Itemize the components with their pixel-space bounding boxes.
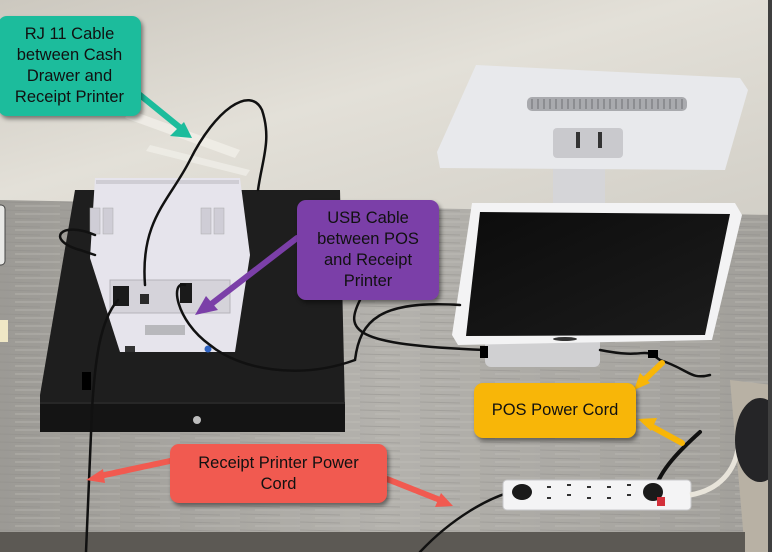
printer-power-arrow-right [384,476,453,507]
usb-cable-callout: USB Cable between POS and Receipt Printe… [297,200,439,300]
printer-usb-port [180,283,192,303]
customer-display [437,65,748,170]
rj11-cable [143,98,268,287]
drawer-lock [193,416,201,424]
dark-object [735,398,772,482]
hinge-slot [598,132,602,148]
printer-slot [89,207,101,235]
display-vent [527,97,687,111]
printer-power-cord [84,298,120,552]
light-streak [146,145,250,176]
ferrite-bead [648,350,658,358]
display-hinge [553,128,623,158]
ferrite-bead [480,346,488,358]
printer-bottom-port [125,346,135,352]
rj11-cable-callout: RJ 11 Cable between Cash Drawer and Rece… [0,16,141,116]
usb-cable [175,283,462,372]
printer-rj11-port [140,294,149,304]
pos-power-cord-callout: POS Power Cord [474,383,636,438]
cables [58,98,712,552]
strip-plug-left [512,484,532,500]
image-edge [768,0,772,552]
printer-label-sticker [145,325,185,335]
pos-screen [466,212,730,336]
printer-power-arrow-left [86,458,173,483]
ferrite-bead [82,372,91,390]
rj11-arrow [137,92,192,138]
printer-slot [213,207,225,235]
receipt-printer-power-cord-callout: Receipt Printer Power Cord [170,444,387,503]
loop-cable [58,228,97,257]
pos-cable-left [352,298,487,352]
printer-port-bay [109,279,231,314]
pos-power-arrow-bottom [638,418,685,446]
usb-arrow [195,235,300,315]
printer-button [204,345,212,353]
printer-top-line [96,180,239,184]
pos-logo [553,337,577,341]
pos-power-cord [598,348,712,378]
left-label [0,320,8,342]
strip-plug-right [643,483,663,501]
table-edge-shadow [0,532,745,552]
hinge-slot [576,132,580,148]
printer-slot [102,207,114,235]
cash-drawer-front [40,402,345,432]
pos-power-arrow-top [634,360,665,390]
strip-switch [657,497,665,506]
vent-slats [531,99,683,109]
left-appliance [0,204,6,266]
printer-slot [200,207,212,235]
strip-outlets [547,484,631,499]
